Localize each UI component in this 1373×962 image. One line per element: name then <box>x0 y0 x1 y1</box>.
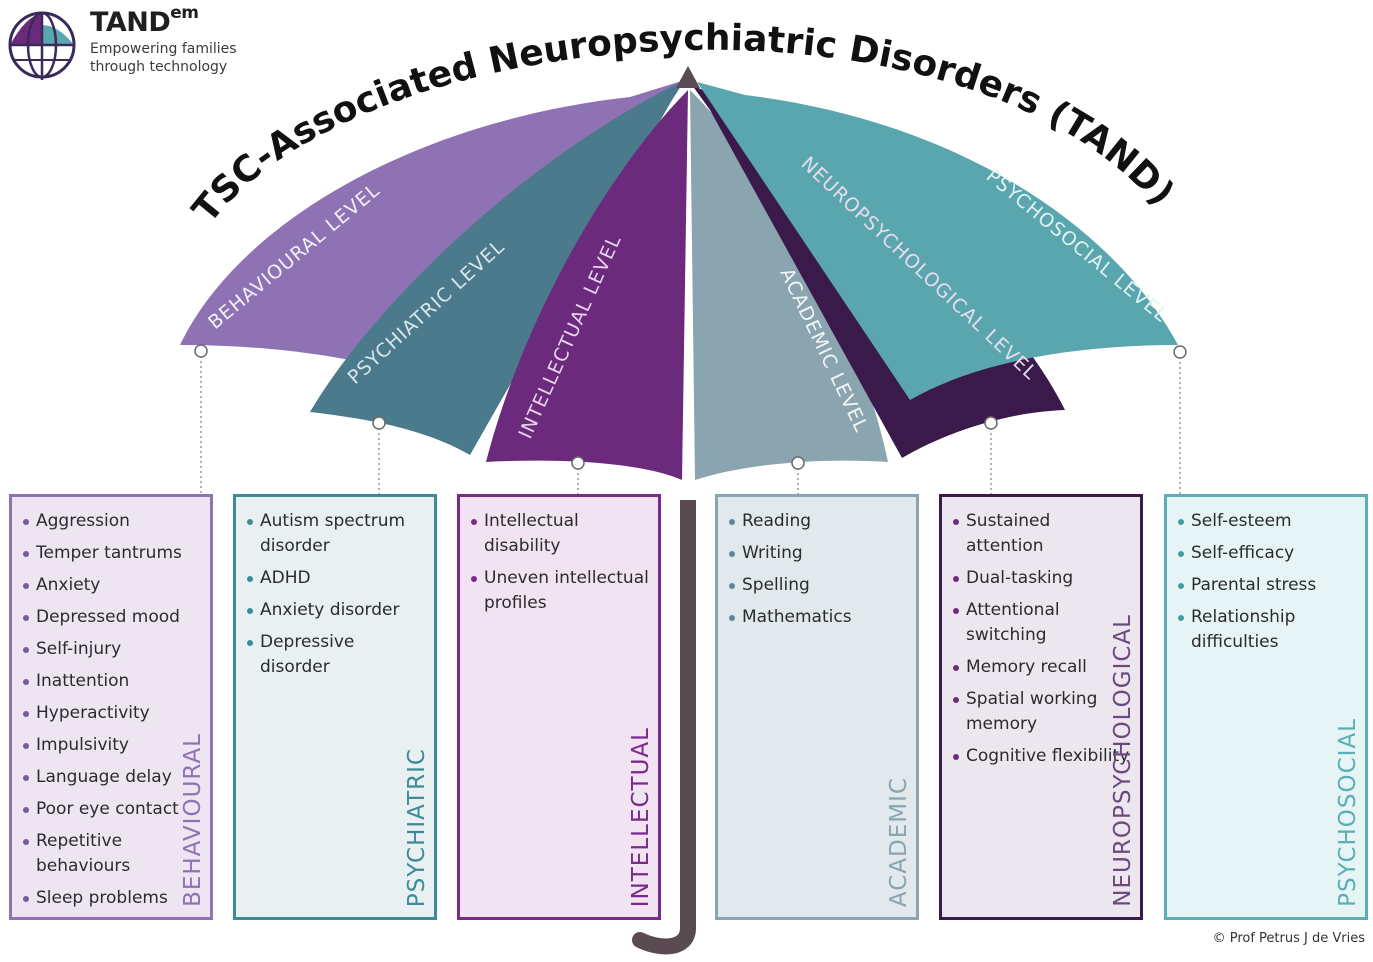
list-item: Temper tantrums <box>22 541 202 566</box>
panel-academic <box>690 90 888 480</box>
list-item: ADHD <box>246 566 426 591</box>
list-item: Writing <box>728 541 908 566</box>
brand-tagline: Empowering families through technology <box>90 41 237 75</box>
list-item: Depressed mood <box>22 605 202 630</box>
list-item: Autism spectrum disorder <box>246 509 426 559</box>
list-item: Self-injury <box>22 637 202 662</box>
panel-psychosocial <box>697 82 1178 400</box>
category-label-psychiatric: PSYCHIATRIC <box>404 747 430 907</box>
list-item: Mathematics <box>728 605 908 630</box>
panel-intellectual <box>486 90 688 480</box>
umbrella-handle-hook <box>632 920 696 955</box>
category-label-academic: ACADEMIC <box>886 776 912 907</box>
list-item: Intellectual disability <box>470 509 650 559</box>
list-item: Self-efficacy <box>1177 541 1357 566</box>
list-item: Poor eye contact <box>22 797 202 822</box>
list-item: Impulsivity <box>22 733 202 758</box>
copyright-credit: © Prof Petrus J de Vries <box>1212 931 1365 946</box>
list-item: Hyperactivity <box>22 701 202 726</box>
list-item: Spatial working memory <box>952 687 1132 737</box>
list-item: Inattention <box>22 669 202 694</box>
list-item: Language delay <box>22 765 202 790</box>
category-label-behavioural: BEHAVIOURAL <box>180 733 206 907</box>
list-item: Cognitive flexibility <box>952 744 1132 769</box>
list-item: Anxiety <box>22 573 202 598</box>
list-item: Repetitive behaviours <box>22 829 202 879</box>
list-item: Reading <box>728 509 908 534</box>
list-item: Sleep problems <box>22 886 202 911</box>
list-item: Sustained attention <box>952 509 1132 559</box>
umbrella-tip <box>676 66 700 88</box>
list-item: Memory recall <box>952 655 1132 680</box>
list-item: Attentional switching <box>952 598 1132 648</box>
panel-psychiatric <box>310 80 685 455</box>
connector-dots <box>194 344 1187 470</box>
list-item: Depressive disorder <box>246 630 426 680</box>
brand-name: TANDem <box>90 3 199 38</box>
tandem-globe-icon <box>8 11 76 80</box>
category-label-neuropsychological: NEUROPSYCHOLOGICAL <box>1110 614 1136 907</box>
umbrella-shaft <box>680 500 696 930</box>
list-item: Relationship difficulties <box>1177 605 1357 655</box>
list-item: Anxiety disorder <box>246 598 426 623</box>
category-label-intellectual: INTELLECTUAL <box>628 726 654 907</box>
tandem-logo: TANDem Empowering families through techn… <box>90 3 260 76</box>
list-item: Dual-tasking <box>952 566 1132 591</box>
list-item: Self-esteem <box>1177 509 1357 534</box>
list-item: Spelling <box>728 573 908 598</box>
list-item: Parental stress <box>1177 573 1357 598</box>
list-item: Uneven intellectual profiles <box>470 566 650 616</box>
category-label-psychosocial: PSYCHOSOCIAL <box>1335 718 1361 907</box>
list-item: Aggression <box>22 509 202 534</box>
